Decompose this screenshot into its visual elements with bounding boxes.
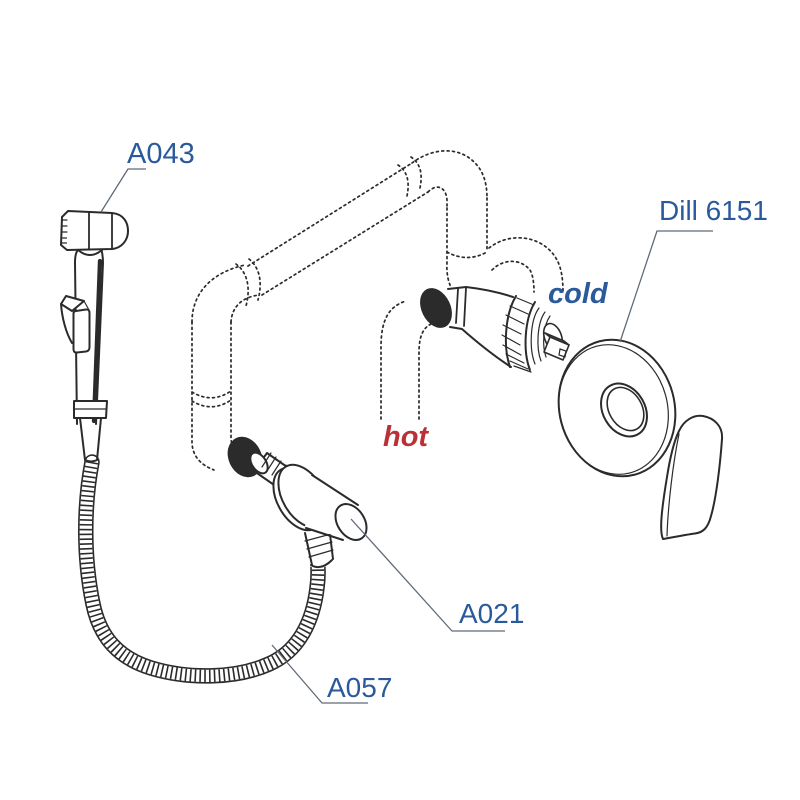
hidden-pipework: [191, 150, 564, 471]
label-hose-a057: A057: [327, 672, 393, 703]
sprayer-grip-stripe: [91, 258, 103, 424]
spray-face-ribs: [60, 219, 68, 244]
escutcheon-plate: [557, 338, 677, 478]
hot-supply-pipe: [380, 300, 434, 420]
sprayer-hose-nut: [73, 400, 108, 463]
valve-cartridge: [420, 286, 570, 373]
sprayer-trigger: [60, 295, 91, 354]
valve-spindle: [543, 332, 570, 361]
leader-lines: [100, 168, 713, 704]
leader-a057: [271, 644, 368, 704]
leader-a043: [100, 168, 146, 213]
outlet-face: [334, 503, 368, 541]
leader-dill: [619, 230, 713, 343]
hand-sprayer: [60, 210, 129, 463]
valve-inlet-port: [420, 288, 452, 328]
label-cold-supply: cold: [548, 278, 608, 310]
label-trim-dill-6151: Dill 6151: [659, 195, 768, 226]
leader-a021: [350, 518, 505, 632]
label-sprayer-a043: A043: [127, 138, 195, 170]
lever-handle: [660, 414, 724, 540]
escutcheon-hole: [600, 382, 648, 438]
wall-outlet-elbow: [249, 451, 368, 569]
label-outlet-a021: A021: [459, 598, 525, 629]
label-hot-supply: hot: [383, 421, 429, 453]
valve-knurl-ring: [501, 295, 536, 373]
cold-supply-pipe: [488, 236, 564, 293]
flexible-hose: [78, 454, 326, 684]
